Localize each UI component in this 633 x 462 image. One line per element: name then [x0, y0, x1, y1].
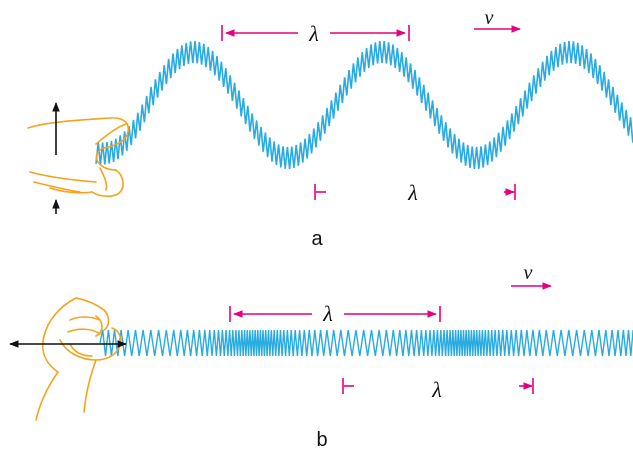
transverse-spring [96, 41, 633, 169]
panel-label-b: b [316, 429, 327, 451]
velocity-label-b: v [524, 262, 533, 284]
wavelength-label-top-b: λ [322, 301, 333, 326]
hand-icon-b [36, 298, 121, 420]
wavelength-label-bottom-b: λ [431, 377, 442, 402]
longitudinal-spring [100, 330, 633, 356]
panel-a: λ v λ a [28, 7, 633, 250]
wavelength-marker-top-b [230, 306, 440, 322]
panel-b: λ v λ b [10, 262, 633, 451]
wavelength-label-top-a: λ [308, 21, 319, 46]
velocity-label-a: v [485, 7, 494, 29]
panel-label-a: a [311, 228, 323, 250]
wavelength-label-bottom-a: λ [407, 180, 418, 205]
